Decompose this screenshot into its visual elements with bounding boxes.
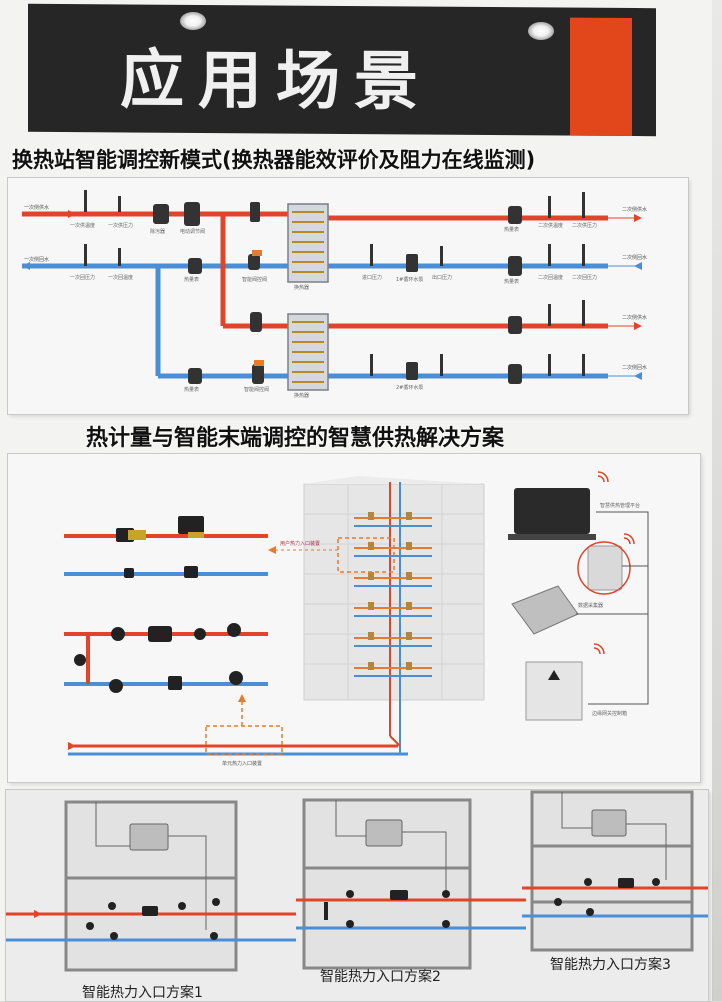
label-thermo-4: 热量表 <box>184 387 200 393</box>
heat-station-diagram <box>22 190 642 391</box>
label-heat-exchanger-2: 换热器 <box>294 393 310 399</box>
label-pump-2: 2#循环水泵 <box>396 385 424 391</box>
label-sensor-3: 一次回压力 <box>70 275 96 281</box>
banner-accent-bar <box>570 17 632 137</box>
label-valve-2: 智能阀控阀 <box>242 277 268 283</box>
label-platform: 智慧供热管理平台 <box>600 503 641 509</box>
label-heat-exchanger-1: 换热器 <box>294 285 310 291</box>
smart-heating-diagram <box>64 471 649 756</box>
label-pump-1: 1#循环水泵 <box>396 277 424 283</box>
label-sensor-7: 二次回温度 <box>538 275 564 281</box>
label-pressure-1: 进口压力 <box>362 275 383 281</box>
section1-title: 换热站智能调控新模式(换热器能效评价及阻力在线监测) <box>12 148 536 172</box>
label-secondary-supply-1: 二次侧供水 <box>622 207 648 213</box>
entry-schemes-panel: 智能热力入口方案1 智能热力入口方案2 智能热力入口方案3 <box>6 790 708 1001</box>
label-secondary-return-2: 二次侧回水 <box>622 365 648 371</box>
section2-title: 热计量与智能末端调控的智慧供热解决方案 <box>86 426 505 451</box>
label-sensor-5: 二次供温度 <box>538 223 564 229</box>
label-household-entry: 用户热力入口装置 <box>280 541 321 547</box>
label-thermo-2: 热量表 <box>504 279 520 285</box>
label-thermo-1: 热量表 <box>184 277 200 283</box>
ceiling-light-right <box>528 22 554 40</box>
label-primary-supply: 一次侧供水 <box>24 205 50 211</box>
label-valve-1: 电动调节阀 <box>180 229 206 235</box>
header-banner: 应用场景 <box>28 3 656 137</box>
label-secondary-return-1: 二次侧回水 <box>622 255 648 261</box>
label-unit-entry: 单元热力入口装置 <box>222 761 263 767</box>
heat-station-diagram-panel: 一次侧供水 一次侧回水 二次侧供水 二次侧回水 二次侧供水 二次侧回水 一次供温… <box>8 178 688 414</box>
scheme-label-2: 智能热力入口方案2 <box>320 969 441 985</box>
label-sensor-6: 二次供压力 <box>572 223 598 229</box>
label-collector: 数据采集器 <box>578 603 604 609</box>
label-thermo-3: 热量表 <box>504 227 520 233</box>
label-sensor-4: 一次回温度 <box>108 275 134 281</box>
label-filter: 除污器 <box>150 229 166 235</box>
label-valve-3: 智能阀控阀 <box>244 387 270 393</box>
ceiling-light-left <box>180 12 206 30</box>
entry-schemes-diagram <box>6 790 708 972</box>
scheme-label-3: 智能热力入口方案3 <box>550 957 671 973</box>
label-primary-return: 一次侧回水 <box>24 257 50 263</box>
label-controller: 边缘网关控制箱 <box>592 711 628 717</box>
label-sensor-8: 二次回压力 <box>572 275 598 281</box>
smart-heating-panel: 用户热力入口装置 单元热力入口装置 智慧供热管理平台 数据采集器 边缘网关控制箱 <box>8 454 700 782</box>
banner-title: 应用场景 <box>120 43 432 120</box>
label-sensor-2: 一次供压力 <box>108 223 134 229</box>
label-secondary-supply-2: 二次侧供水 <box>622 315 648 321</box>
label-pressure-2: 出口压力 <box>432 275 453 281</box>
scheme-label-1: 智能热力入口方案1 <box>82 985 203 1001</box>
label-sensor-1: 一次供温度 <box>70 223 96 229</box>
